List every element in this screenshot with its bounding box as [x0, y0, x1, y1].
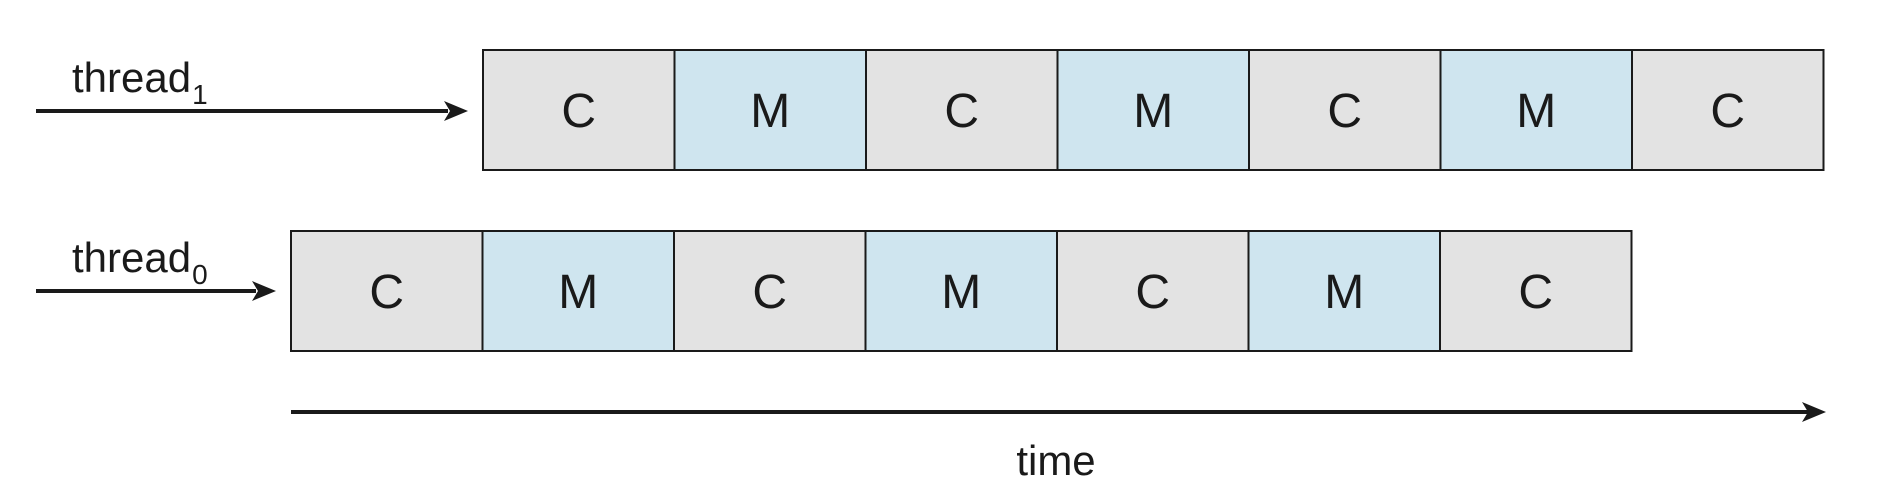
- cell-fill: [865, 231, 1057, 351]
- memory-cell: M: [481, 230, 675, 352]
- compute-cell: C: [865, 49, 1059, 171]
- cell-fill: [866, 50, 1058, 170]
- compute-cell: C: [1248, 49, 1442, 171]
- cell-fill: [674, 50, 866, 170]
- compute-cell: C: [1631, 49, 1825, 171]
- compute-cell: C: [673, 230, 867, 352]
- cell-label: M: [1133, 85, 1173, 138]
- time-axis: time: [291, 402, 1826, 484]
- compute-cell: C: [1056, 230, 1250, 352]
- cell-label: C: [369, 266, 404, 319]
- cell-label: C: [1327, 85, 1362, 138]
- memory-cell: M: [1247, 230, 1441, 352]
- thread-0-arrow-head: [252, 281, 276, 301]
- thread-1-row: thread1 C M C M C M C: [36, 49, 1825, 171]
- cell-label: M: [941, 266, 981, 319]
- cell-border: [1631, 49, 1825, 171]
- memory-cell: M: [864, 230, 1058, 352]
- cell-fill: [483, 50, 675, 170]
- time-axis-arrow-head: [1802, 402, 1826, 422]
- cell-fill: [1440, 50, 1632, 170]
- cell-label: C: [1518, 266, 1553, 319]
- cell-fill: [482, 231, 674, 351]
- memory-cell: M: [1439, 49, 1633, 171]
- memory-cell: M: [1056, 49, 1250, 171]
- time-axis-label: time: [1016, 437, 1095, 484]
- cell-label: M: [1324, 266, 1364, 319]
- cell-fill: [1057, 231, 1249, 351]
- thread-1-arrow-head: [444, 101, 468, 121]
- cell-label: M: [750, 85, 790, 138]
- memory-cell: M: [673, 49, 867, 171]
- cell-label: C: [944, 85, 979, 138]
- compute-cell: C: [482, 49, 676, 171]
- cell-fill: [1249, 50, 1441, 170]
- compute-cell: C: [1439, 230, 1633, 352]
- cell-fill: [1632, 50, 1824, 170]
- compute-cell: C: [290, 230, 484, 352]
- cell-label: M: [1516, 85, 1556, 138]
- cell-fill: [1057, 50, 1249, 170]
- thread-1-label: thread1: [72, 54, 208, 110]
- cell-label: C: [1710, 85, 1745, 138]
- cell-fill: [1440, 231, 1632, 351]
- thread-0-label: thread0: [72, 234, 208, 290]
- thread-0-row: thread0 C M C M C M C: [36, 230, 1633, 352]
- cell-label: M: [558, 266, 598, 319]
- cell-label: C: [752, 266, 787, 319]
- cell-fill: [1248, 231, 1440, 351]
- cell-label: C: [561, 85, 596, 138]
- cell-label: C: [1135, 266, 1170, 319]
- cell-fill: [291, 231, 483, 351]
- cell-fill: [674, 231, 866, 351]
- cell-border: [1439, 230, 1633, 352]
